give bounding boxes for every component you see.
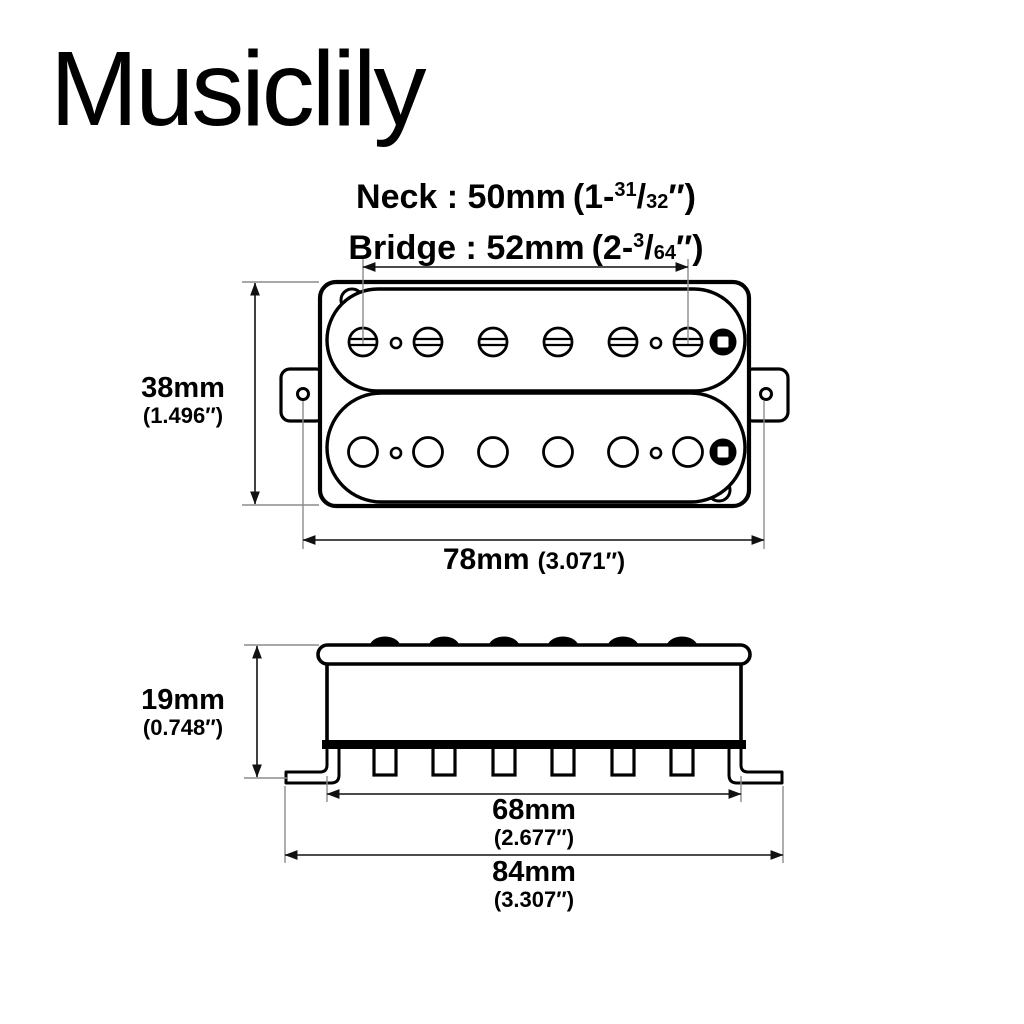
wire-hole	[389, 336, 403, 350]
slug-pole-6	[672, 436, 704, 468]
neck-value: 50mm	[467, 178, 566, 216]
top-view-dimension-lines	[242, 259, 765, 549]
mounting-hole-right	[759, 387, 773, 401]
dimension-label-base-width-side-view: 68mm (2.677″)	[492, 794, 576, 851]
neck-label: Neck	[356, 178, 438, 216]
pole-spacing-specs: Neck : 50mm(1-31/32″) Bridge : 52mm(2-3/…	[296, 171, 756, 273]
slug-pole-4	[542, 436, 574, 468]
bridge-spacing-spec: Bridge : 52mm(2-3/64″)	[348, 229, 704, 267]
mounting-flange-right	[727, 744, 784, 785]
slug-pole-3	[477, 436, 509, 468]
dimension-label-total-width-side-view: 84mm (3.307″)	[492, 856, 576, 913]
wire-hole	[389, 446, 403, 460]
slug-pole-5	[607, 436, 639, 468]
bridge-value: 52mm	[486, 229, 585, 267]
screw-pole-4	[542, 326, 574, 358]
hex-screw-top-row	[709, 328, 737, 356]
pickup-cap-side	[316, 643, 752, 666]
dimension-label-width-top-view: 78mm(3.071″)	[442, 543, 626, 576]
wire-hole	[649, 336, 663, 350]
bridge-label: Bridge	[348, 229, 457, 267]
bobbin-screw-coil	[325, 287, 747, 393]
wire-hole	[649, 446, 663, 460]
brand-logo: Musiclily	[50, 30, 426, 148]
screw-pole-3	[477, 326, 509, 358]
screw-pole-5	[607, 326, 639, 358]
neck-spacing-spec: Neck : 50mm(1-31/32″)	[356, 178, 696, 216]
side-view-dimension-lines	[244, 644, 784, 863]
dimension-label-height-top-view: 38mm (1.496″)	[141, 372, 225, 429]
slug-pole-2	[412, 436, 444, 468]
pickup-body-side	[325, 659, 743, 744]
mounting-flange-left	[284, 744, 341, 785]
bobbin-slug-coil	[325, 391, 747, 504]
mounting-hole-left	[296, 387, 310, 401]
dimension-label-height-side-view: 19mm (0.748″)	[141, 684, 225, 741]
screw-pole-2	[412, 326, 444, 358]
pickup-side-view	[284, 636, 784, 785]
baseplate-side-bar	[322, 740, 746, 749]
slug-pole-1	[347, 436, 379, 468]
pickup-top-view	[279, 279, 790, 509]
hex-screw-bottom-row	[709, 438, 737, 466]
